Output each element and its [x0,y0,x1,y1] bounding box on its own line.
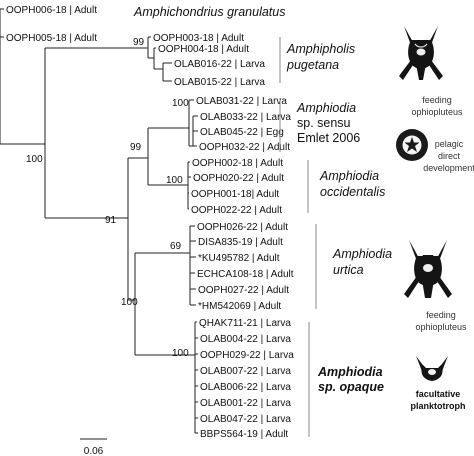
taxon-label: *HM542069 | Adult [198,301,281,312]
clade-name-opaque-species: sp. opaque [318,380,384,394]
dev-label-facultative-b: planktotroph [411,401,466,411]
taxon-label: OOPH027-22 | Adult [198,285,289,296]
clade-brackets [279,37,317,437]
ophiopluteus-larva-icon [399,26,443,80]
taxon-labels: OOPH006-18 | Adult OOPH005-18 | Adult OO… [6,5,294,440]
taxon-label: OLAB033-22 | Larva [200,112,291,123]
dev-label-pelagic-b: direct [438,151,461,161]
dev-label-feeding-1b: ophiopluteus [411,107,463,117]
taxon-label: OOPH022-22 | Adult [191,205,282,216]
taxon-label: OOPH032-22 | Adult [199,142,290,153]
taxon-label: OOPH005-18 | Adult [6,33,97,44]
ophiopluteus-larva-icon [404,240,452,298]
taxon-label: QHAK711-21 | Larva [199,318,291,329]
dev-label-pelagic-c: development [423,163,474,173]
clade-name-granulatus: Amphichondrius granulatus [133,5,285,19]
larva-icons [396,26,452,381]
support-value: 99 [130,142,142,153]
clade-name-opaque-genus: Amphiodia [317,365,383,379]
clade-name-urtica-species: urtica [333,263,364,277]
clade-name-emlet-author: Emlet 2006 [297,131,360,145]
taxon-label: OOPH002-18 | Adult [192,158,283,169]
taxon-label: OOPH004-18 | Adult [158,44,249,55]
taxon-label: OLAB007-22 | Larva [200,366,291,377]
taxon-label: ECHCA108-18 | Adult [197,269,294,280]
dev-label-feeding-2b: ophiopluteus [415,322,467,332]
scale-bar-label: 0.06 [84,446,104,456]
clade-name-occidentalis-genus: Amphiodia [319,169,379,183]
clade-name-occidentalis-species: occidentalis [320,185,385,199]
taxon-label: OOPH020-22 | Adult [193,173,284,184]
clade-name-urtica-genus: Amphiodia [332,247,392,261]
clade-names: Amphichondrius granulatus Amphipholis pu… [133,5,392,394]
taxon-label: OOPH026-22 | Adult [197,222,288,233]
taxon-label: *KU495782 | Adult [198,253,280,264]
taxon-label: OOPH006-18 | Adult [6,5,97,16]
dev-label-pelagic-a: pelagic [435,139,464,149]
facultative-larva-icon [416,356,448,381]
dev-label-facultative-a: facultative [416,389,461,399]
support-value: 100 [172,348,189,359]
support-value: 100 [172,98,189,109]
support-value: 99 [133,37,145,48]
clade-name-emlet-species: sp. sensu [297,116,351,130]
taxon-label: OLAB006-22 | Larva [200,382,291,393]
support-value: 91 [105,215,117,226]
support-value: 100 [121,297,138,308]
taxon-label: OLAB001-22 | Larva [200,398,291,409]
taxon-label: OLAB031-22 | Larva [196,96,287,107]
taxon-label: OOPH003-18 | Adult [153,33,244,44]
dev-label-feeding-1a: feeding [422,95,452,105]
dev-label-feeding-2a: feeding [426,310,456,320]
direct-development-larva-icon [396,129,428,161]
taxon-label: BBPS564-19 | Adult [200,429,288,440]
taxon-label: OLAB016-22 | Larva [174,59,265,70]
taxon-label: OOPH001-18| Adult [191,189,279,200]
clade-name-pugetana-species: pugetana [286,58,339,72]
support-values: 99 100 99 100 100 91 69 100 100 [26,37,189,359]
scale-bar: 0.06 [80,438,107,456]
taxon-label: OLAB047-22 | Larva [200,414,291,425]
taxon-label: DISA835-19 | Adult [198,237,283,248]
support-value: 100 [166,175,183,186]
taxon-label: OLAB004-22 | Larva [200,334,291,345]
support-value: 100 [26,154,43,165]
support-value: 69 [170,241,182,252]
taxon-label: OOPH029-22 | Larva [200,350,294,361]
development-labels: feeding ophiopluteus pelagic direct deve… [411,95,474,411]
clade-name-pugetana-genus: Amphipholis [286,42,355,56]
clade-name-emlet-genus: Amphiodia [296,101,356,115]
taxon-label: OLAB015-22 | Larva [174,77,265,88]
taxon-label: OLAB045-22 | Egg [200,127,284,138]
tree-branches [0,8,198,434]
